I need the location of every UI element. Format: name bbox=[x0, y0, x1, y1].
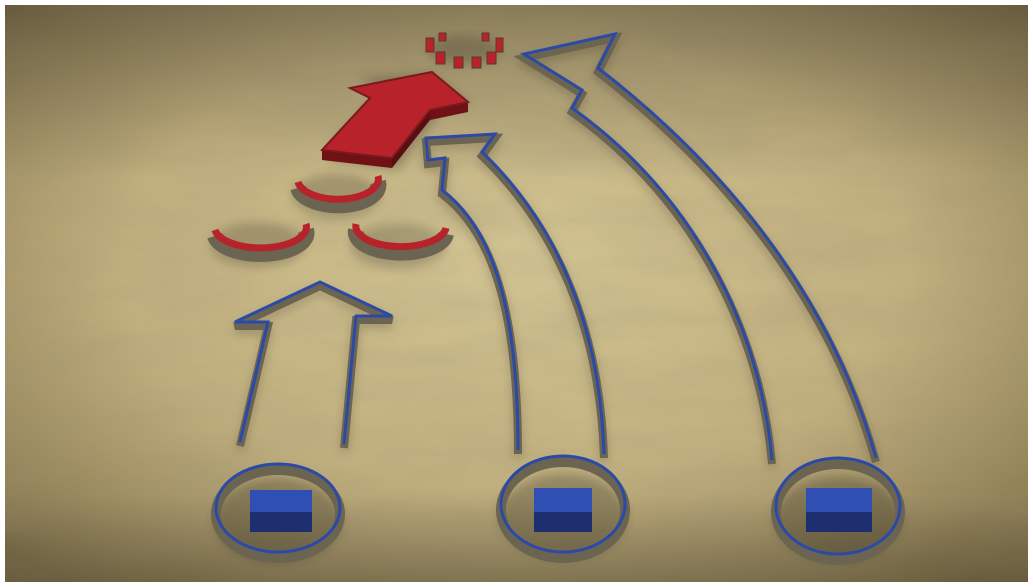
player-ring-icon bbox=[214, 464, 342, 562]
red-ring-icon bbox=[292, 174, 380, 218]
blue-block-icon bbox=[534, 488, 592, 532]
red-ring-icon bbox=[210, 223, 306, 267]
red-ring-icon bbox=[350, 224, 446, 268]
blue-block-icon bbox=[250, 490, 312, 532]
blue-block-icon bbox=[806, 488, 872, 532]
